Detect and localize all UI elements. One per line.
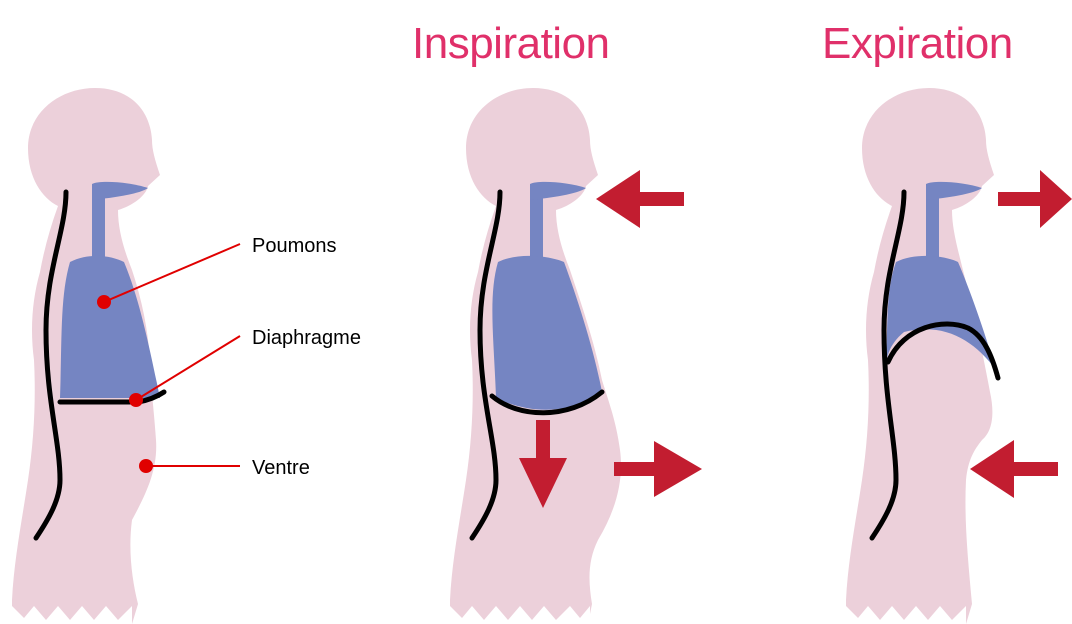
- arrow-right-icon: [998, 170, 1072, 228]
- figure-anatomy: [12, 88, 164, 624]
- body-silhouette: [846, 88, 994, 624]
- title-expiration: Expiration: [822, 19, 1013, 68]
- figure-expiration: [846, 88, 998, 624]
- label-lungs: Poumons: [252, 235, 337, 257]
- lungs-expanded: [492, 256, 602, 410]
- arrow-left-icon: [596, 170, 684, 228]
- arrow-left-icon: [970, 440, 1058, 498]
- figure-inspiration: [450, 88, 621, 624]
- body-jagged-edge: [450, 606, 590, 624]
- label-belly: Ventre: [252, 457, 310, 479]
- label-diaphragm: Diaphragme: [252, 327, 361, 349]
- title-inspiration: Inspiration: [412, 19, 610, 68]
- arrow-right-icon: [614, 441, 702, 497]
